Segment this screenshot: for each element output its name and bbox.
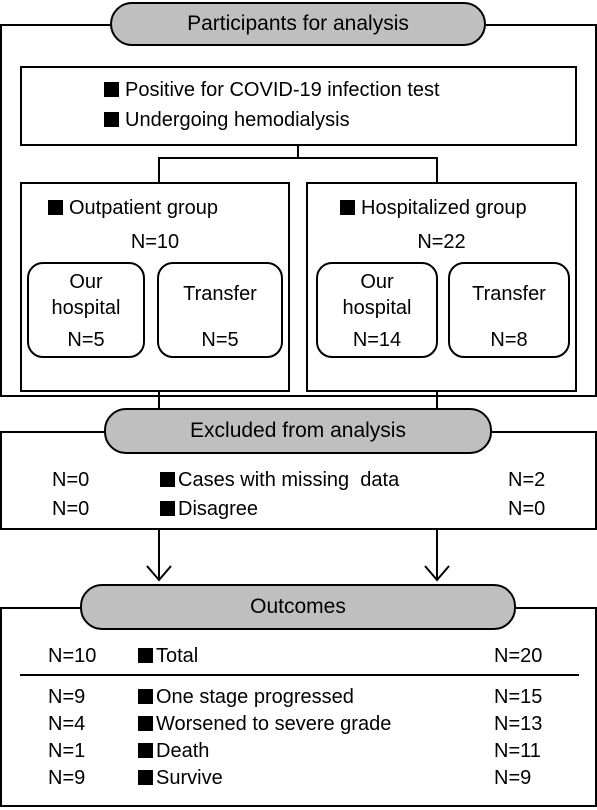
excluded-row-missing-label: Cases with missing data <box>160 468 399 492</box>
outpatient-group-n: N=10 <box>130 231 180 253</box>
square-bullet-icon <box>138 648 153 663</box>
criterion-covid: Positive for COVID-19 infection test <box>104 78 440 102</box>
outcome-total-label: Total <box>138 644 198 668</box>
hospitalized-group-n: N=22 <box>417 231 466 253</box>
excluded-title: Excluded from analysis <box>104 408 492 454</box>
outcome-row-progressed-label: One stage progressed <box>138 685 354 709</box>
excluded-row-disagree-right: N=0 <box>508 498 546 520</box>
square-bullet-icon <box>138 770 153 785</box>
hospitalized-our-hospital-box: Our hospital N=14 <box>316 262 438 358</box>
outcome-row-death-left: N=1 <box>48 740 86 762</box>
outcome-row-severe-left: N=4 <box>48 713 86 735</box>
criterion-hemodialysis: Undergoing hemodialysis <box>104 108 350 132</box>
outpatient-our-hospital-box: Our hospital N=5 <box>27 262 145 358</box>
square-bullet-icon <box>104 112 119 127</box>
outcome-row-severe-right: N=13 <box>494 713 543 735</box>
outcomes-title: Outcomes <box>80 584 516 630</box>
criteria-box: Positive for COVID-19 infection test Und… <box>20 66 577 146</box>
excluded-section: N=0 Cases with missing data N=2 N=0 Disa… <box>0 431 597 530</box>
hospitalized-transfer-label: Transfer <box>472 283 546 305</box>
outpatient-group-label: Outpatient group <box>48 196 218 220</box>
outcome-total-left: N=10 <box>48 645 97 667</box>
square-bullet-icon <box>138 716 153 731</box>
hospitalized-our-hospital-label-2: hospital <box>342 297 412 319</box>
outcome-row-survive-left: N=9 <box>48 767 86 789</box>
hospitalized-transfer-n: N=8 <box>490 329 528 351</box>
outcome-row-survive-label: Survive <box>138 766 223 790</box>
outcome-row-severe-label: Worsened to severe grade <box>138 712 391 736</box>
square-bullet-icon <box>138 743 153 758</box>
square-bullet-icon <box>138 689 153 704</box>
outpatient-our-hospital-label-1: Our <box>69 271 103 293</box>
hospitalized-our-hospital-n: N=14 <box>352 329 402 351</box>
excluded-row-missing-right: N=2 <box>508 469 546 491</box>
participants-title: Participants for analysis <box>110 2 486 46</box>
excluded-row-disagree-label: Disagree <box>160 497 258 521</box>
outcome-total-right: N=20 <box>494 645 543 667</box>
outpatient-transfer-box: Transfer N=5 <box>157 262 283 358</box>
square-bullet-icon <box>104 82 119 97</box>
outcome-row-progressed-left: N=9 <box>48 686 86 708</box>
square-bullet-icon <box>160 501 175 516</box>
outcomes-divider <box>20 674 579 676</box>
outcomes-section: N=10 Total N=20 N=9 One stage progressed… <box>0 607 597 807</box>
excluded-row-disagree-left: N=0 <box>52 498 90 520</box>
square-bullet-icon <box>48 200 63 215</box>
outcome-row-progressed-right: N=15 <box>494 686 543 708</box>
square-bullet-icon <box>340 200 355 215</box>
outpatient-transfer-n: N=5 <box>201 329 239 351</box>
hospitalized-transfer-box: Transfer N=8 <box>448 262 570 358</box>
outpatient-transfer-label: Transfer <box>183 283 257 305</box>
outcome-row-death-label: Death <box>138 739 209 763</box>
outpatient-our-hospital-label-2: hospital <box>51 297 121 319</box>
hospitalized-our-hospital-label-1: Our <box>360 271 394 293</box>
hospitalized-group-label: Hospitalized group <box>340 196 527 220</box>
outcome-row-death-right: N=11 <box>494 740 541 762</box>
outcome-row-survive-right: N=9 <box>494 767 532 789</box>
excluded-row-missing-left: N=0 <box>52 469 90 491</box>
outpatient-our-hospital-n: N=5 <box>67 329 105 351</box>
square-bullet-icon <box>160 472 175 487</box>
